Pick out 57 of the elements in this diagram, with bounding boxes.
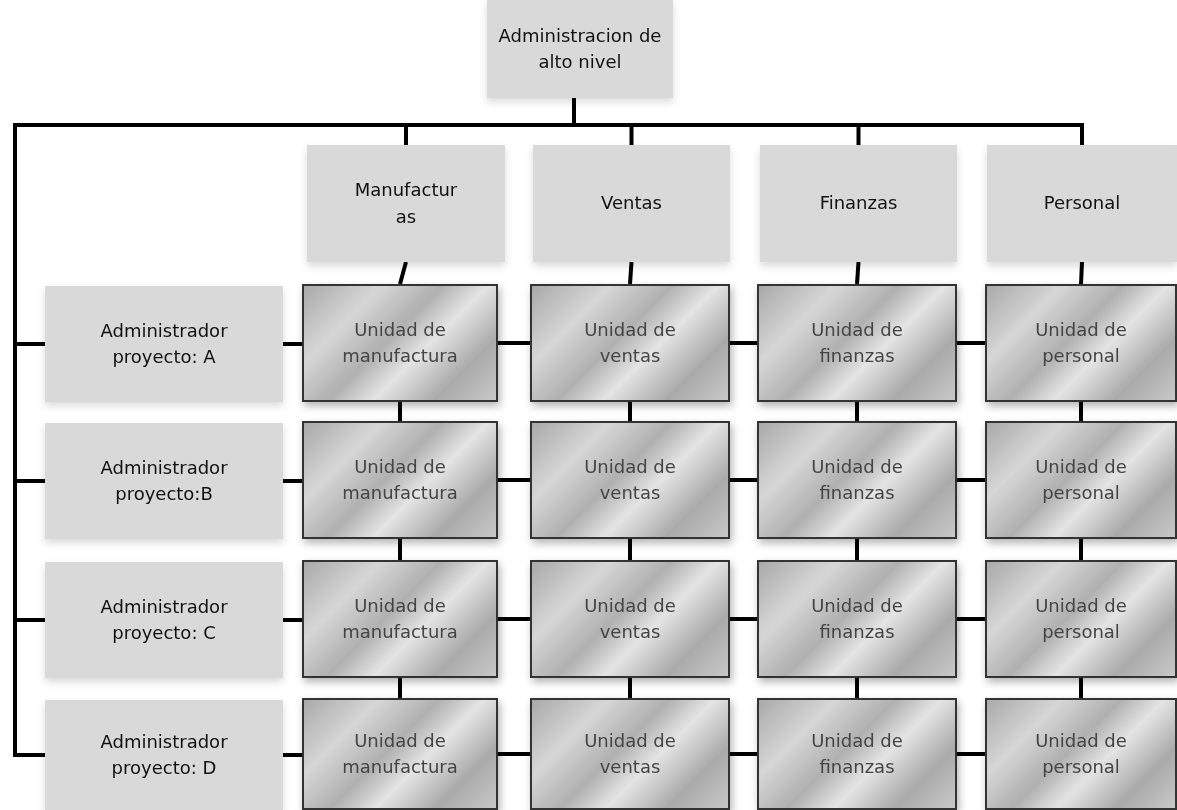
connector-line (855, 678, 859, 698)
connector-line (855, 261, 861, 285)
unit-box: Unidad de ventas (530, 698, 730, 810)
unit-box: Unidad de finanzas (757, 421, 957, 539)
connector-line (855, 539, 859, 560)
connector-line (398, 539, 402, 560)
project-manager-box: Administrador proyecto: C (45, 562, 283, 678)
unit-box: Unidad de manufactura (302, 560, 498, 678)
project-manager-box: Administrador proyecto: A (45, 286, 283, 402)
department-box: Finanzas (760, 145, 957, 262)
connector-line (957, 752, 985, 756)
connector-line (498, 752, 530, 756)
unit-box: Unidad de manufactura (302, 698, 498, 810)
connector-line (498, 478, 530, 482)
connector-line (498, 341, 530, 345)
connector-line (1079, 678, 1083, 698)
connector-line (1079, 539, 1083, 560)
connector-line (730, 478, 757, 482)
connector-line (283, 753, 302, 757)
connector-line (730, 341, 757, 345)
department-box: Manufactur as (307, 145, 505, 262)
connector-line (628, 261, 634, 285)
connector-line (628, 402, 632, 421)
connector-line (498, 617, 530, 621)
connector-line (730, 752, 757, 756)
connector-line (283, 479, 302, 483)
unit-box: Unidad de finanzas (757, 560, 957, 678)
top-management-box: Administracion de alto nivel (487, 0, 673, 98)
department-box: Ventas (533, 145, 730, 262)
connector-line (855, 402, 859, 421)
project-manager-box: Administrador proyecto: D (45, 700, 283, 810)
connector-line (628, 678, 632, 698)
unit-box: Unidad de finanzas (757, 284, 957, 402)
connector-line (398, 678, 402, 698)
unit-box: Unidad de ventas (530, 284, 730, 402)
unit-box: Unidad de personal (985, 698, 1177, 810)
unit-box: Unidad de personal (985, 560, 1177, 678)
unit-box: Unidad de personal (985, 284, 1177, 402)
connector-line (398, 402, 402, 421)
connector-line (1079, 261, 1084, 285)
department-box: Personal (987, 145, 1177, 262)
unit-box: Unidad de ventas (530, 421, 730, 539)
connector-line (730, 617, 757, 621)
connector-line (957, 341, 985, 345)
project-manager-box: Administrador proyecto:B (45, 423, 283, 539)
connector-line (398, 261, 408, 285)
unit-box: Unidad de personal (985, 421, 1177, 539)
unit-box: Unidad de ventas (530, 560, 730, 678)
unit-box: Unidad de manufactura (302, 421, 498, 539)
connector-line (957, 617, 985, 621)
unit-box: Unidad de finanzas (757, 698, 957, 810)
connector-line (283, 618, 302, 622)
connector-line (628, 539, 632, 560)
connector-line (957, 478, 985, 482)
connector-line (283, 342, 302, 346)
connector-line (1079, 402, 1083, 421)
unit-box: Unidad de manufactura (302, 284, 498, 402)
